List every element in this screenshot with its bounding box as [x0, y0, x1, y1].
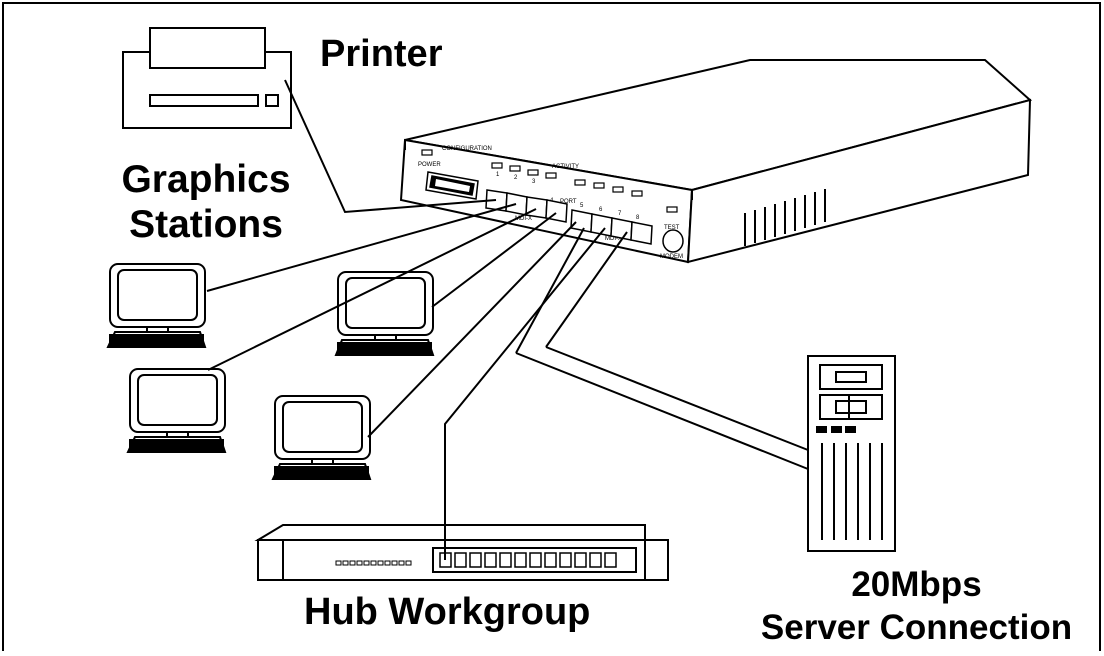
port-5: [570, 209, 593, 233]
hub-workgroup-label: Hub Workgroup: [304, 591, 591, 633]
port-num-5: 5: [580, 203, 584, 209]
port-8: [630, 221, 653, 245]
server-cable-b: [545, 346, 809, 451]
graphics-stations-label-line1: Graphics: [121, 158, 291, 201]
port-num-8: 8: [636, 215, 640, 221]
server-speed-label: 20Mbps: [851, 565, 982, 604]
port-num-6: 6: [599, 207, 603, 213]
cable-station-2: [431, 212, 557, 308]
hub-cable: [444, 227, 606, 560]
server-icon: [807, 355, 896, 552]
test-button: [662, 229, 684, 253]
port-7: [610, 217, 633, 241]
mdix-label-2: MDI-X: [605, 236, 622, 242]
port-2: [505, 192, 528, 216]
activity-label: ACTIVITY: [552, 164, 579, 170]
network-cables: [206, 79, 809, 560]
port-num-7: 7: [618, 211, 622, 217]
workstation-2: [334, 271, 435, 356]
power-label: POWER: [418, 162, 441, 168]
workstation-1: [106, 263, 207, 348]
workstation-3: [126, 368, 227, 453]
switch-vents: [744, 189, 826, 246]
graphics-stations-label-line2: Stations: [129, 203, 283, 246]
cable-station-1: [206, 203, 517, 292]
hub-small-ports: [335, 560, 412, 566]
cable-station-3: [207, 208, 537, 371]
hub-ports: [439, 552, 617, 568]
server-cable-b-up: [545, 231, 628, 348]
printer-icon: [122, 27, 292, 129]
switch-leds: [421, 149, 678, 213]
port-num-3: 3: [532, 179, 536, 185]
cable-station-4: [367, 221, 577, 438]
printer-cable: [284, 79, 497, 214]
ethernet-switch: [399, 59, 1033, 264]
printer-label: Printer: [320, 33, 443, 75]
config-label: CONFIGURATION: [442, 146, 492, 152]
server-connection-label: Server Connection: [760, 608, 1073, 647]
workstation-4: [271, 395, 372, 480]
server-cable-a-up: [515, 227, 585, 354]
test-label: TEST: [664, 225, 680, 231]
port-num-1: 1: [496, 172, 500, 178]
mdix-label-1: MDI-X: [515, 216, 532, 222]
port-3: [525, 196, 548, 219]
modem-label: MODEM: [660, 254, 683, 260]
server-cable-a: [515, 352, 809, 470]
port-num-2: 2: [514, 175, 518, 181]
port-label: PORT: [560, 199, 577, 205]
serial-port: [425, 171, 479, 200]
